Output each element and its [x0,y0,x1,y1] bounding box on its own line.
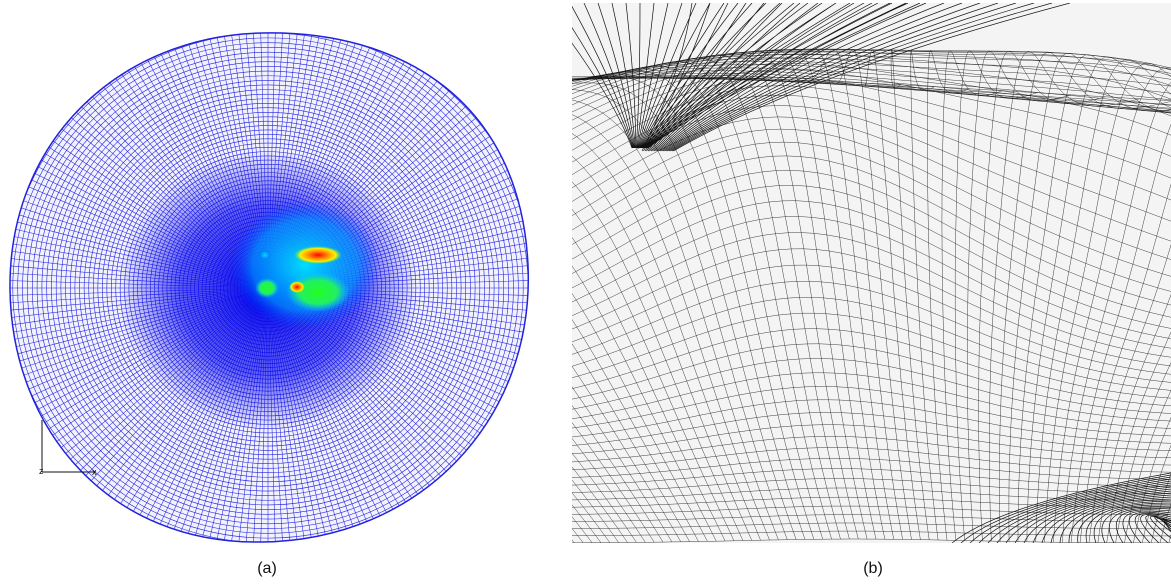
panel-b-wireframe-terrain [572,3,1171,543]
lower-funnel-lines [951,472,1171,543]
green-region-lower [286,272,350,312]
axis-triad: z x [39,420,97,477]
red-hotspot-lower [289,281,305,293]
terrain-grid-lines [572,48,1171,543]
green-region-left [255,278,279,298]
funnel-bottom-curves [951,472,1171,543]
caption-b: (b) [863,560,883,577]
upper-funnel-lines [572,3,1071,152]
cyan-region [230,200,380,330]
axis-label-horizontal: x [92,467,97,477]
caption-a: (a) [257,560,277,577]
cyan-dot [259,250,271,260]
axis-label-vertical: z [39,466,44,476]
funnel-top-curves [572,3,1071,152]
terrain-wireframe [572,48,1171,543]
panel-a-circular-mesh: z x [9,32,530,543]
red-hotspot-upper [294,246,342,264]
mesh-spokes [9,32,529,543]
